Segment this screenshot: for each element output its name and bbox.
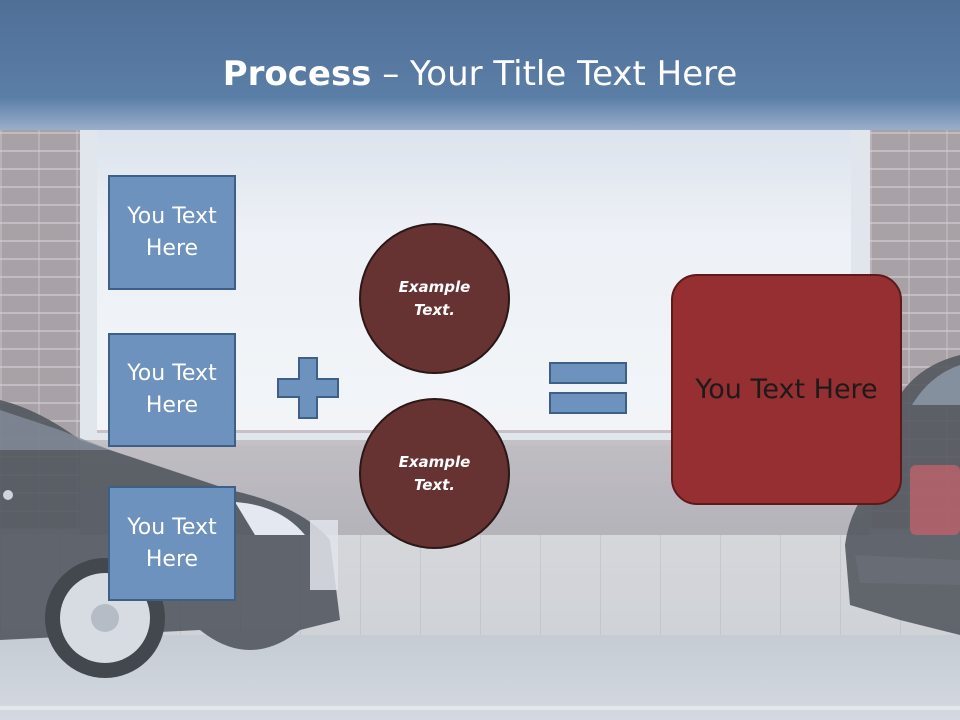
- result-box: You Text Here: [671, 274, 902, 505]
- title-bold: Process: [222, 54, 372, 94]
- car-left: [0, 400, 340, 678]
- plus-icon: [277, 357, 339, 419]
- text-box-2-label: You Text Here: [127, 361, 217, 418]
- text-box-3-label: You Text Here: [127, 514, 217, 572]
- result-box-label: You Text Here: [695, 374, 878, 405]
- example-circle-2: Example Text.: [359, 398, 510, 549]
- road-line: [0, 706, 960, 710]
- title-rest: – Your Title Text Here: [371, 54, 738, 94]
- car-right: [845, 355, 960, 635]
- equals-icon: [549, 362, 627, 414]
- text-box-2: You Text Here: [108, 333, 236, 447]
- example-circle-1: Example Text.: [359, 223, 510, 374]
- example-circle-2-label: Example Text.: [398, 452, 471, 494]
- text-box-1-label: You Text Here: [127, 203, 217, 261]
- road: [0, 635, 960, 720]
- text-box-1: You Text Here: [108, 175, 236, 290]
- example-circle-1-label: Example Text.: [398, 277, 471, 319]
- slide-title: Process – Your Title Text Here: [0, 52, 960, 96]
- title-bar: [0, 0, 960, 130]
- text-box-3: You Text Here: [108, 486, 236, 601]
